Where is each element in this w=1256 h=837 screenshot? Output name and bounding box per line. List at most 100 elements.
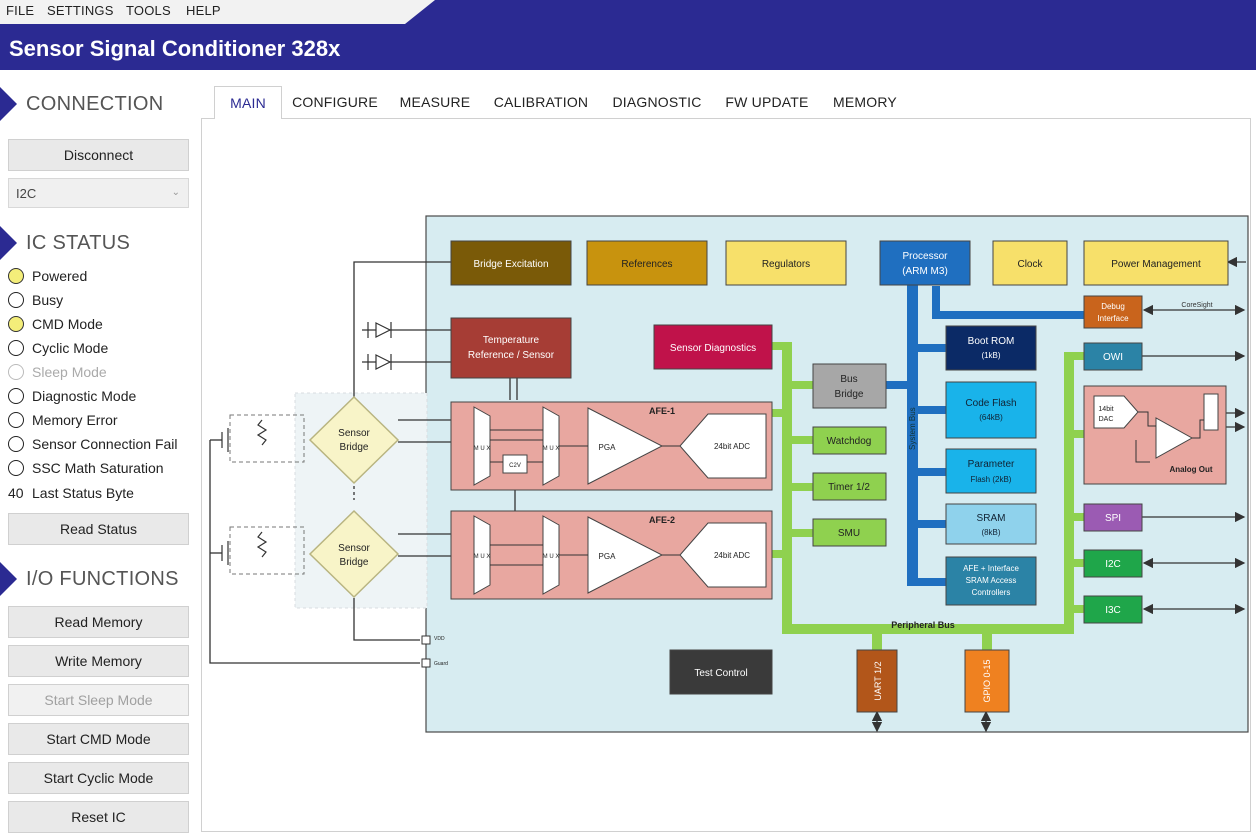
tab-memory[interactable]: MEMORY	[833, 94, 897, 110]
timer-label: Timer 1/2	[828, 482, 870, 493]
sensor-bridge-label: Sensor	[338, 543, 370, 554]
connection-section-header: CONNECTION	[0, 87, 196, 121]
code-flash-block	[945, 381, 1037, 439]
guard-pin	[421, 658, 431, 668]
pga-label: PGA	[599, 443, 617, 452]
tab-fw-update[interactable]: FW UPDATE	[725, 94, 809, 110]
processor-label: Processor	[902, 251, 948, 262]
status-label: CMD Mode	[32, 316, 103, 332]
status-sleep-mode: Sleep Mode	[8, 361, 107, 383]
status-sensor-connection-fail: Sensor Connection Fail	[8, 433, 178, 455]
tab-main[interactable]: MAIN	[214, 86, 282, 119]
mux-label: M U X	[474, 554, 491, 560]
status-indicator-icon	[8, 388, 24, 404]
last-status-byte-label: Last Status Byte	[32, 485, 134, 501]
status-indicator-icon	[8, 436, 24, 452]
bus-bridge-sublabel: Bridge	[835, 389, 864, 400]
dac-icon	[1093, 395, 1139, 429]
boot-rom-sublabel: (1kB)	[981, 351, 1000, 360]
sensor-bridge-2	[308, 509, 400, 599]
sensor-diagnostics-label: Sensor Diagnostics	[670, 343, 756, 354]
status-indicator-icon	[8, 412, 24, 428]
menu-file[interactable]: FILE	[6, 3, 35, 18]
sensor-element-icon	[221, 419, 268, 565]
system-bus-lines	[886, 282, 1084, 586]
debug-interface-block	[1083, 295, 1143, 329]
dac-sublabel: DAC	[1099, 416, 1114, 423]
tab-diagnostic[interactable]: DIAGNOSTIC	[612, 94, 702, 110]
coresight-label: CoreSight	[1181, 302, 1212, 309]
tab-configure[interactable]: CONFIGURE	[292, 94, 378, 110]
afe-sram-controller-block	[945, 556, 1037, 606]
code-flash-label: Code Flash	[965, 398, 1016, 409]
status-label: Sensor Connection Fail	[32, 436, 178, 452]
menu-tools[interactable]: TOOLS	[126, 3, 171, 18]
temperature-sensor-block	[450, 317, 572, 379]
sram-sublabel: (8kB)	[981, 528, 1000, 537]
io-functions-section-header: I/O FUNCTIONS	[0, 562, 196, 596]
spi-label: SPI	[1105, 513, 1121, 524]
status-label: Memory Error	[32, 412, 118, 428]
chevron-right-icon	[0, 562, 17, 596]
read-memory-button[interactable]: Read Memory	[8, 606, 189, 638]
gpio-block	[964, 649, 1010, 713]
bus-bridge-label: Bus	[840, 374, 857, 385]
mux-icon	[542, 406, 560, 486]
afe-sram-sublabel-2: Controllers	[972, 588, 1011, 597]
menu-help[interactable]: HELP	[186, 3, 221, 18]
ic-status-heading: IC STATUS	[26, 232, 131, 254]
spi-block	[1083, 503, 1143, 532]
sensor-bridge-sublabel: Bridge	[340, 442, 369, 453]
smu-block	[812, 518, 887, 547]
parameter-flash-label: Parameter	[968, 459, 1015, 470]
peripheral-bus-label: Peripheral Bus	[891, 620, 955, 630]
disconnect-button[interactable]: Disconnect	[8, 139, 189, 171]
clock-block	[992, 240, 1068, 286]
write-memory-button[interactable]: Write Memory	[8, 645, 189, 677]
debug-sublabel: Interface	[1097, 314, 1129, 323]
references-label: References	[621, 259, 672, 270]
status-label: Powered	[32, 268, 88, 284]
status-cmd-mode: CMD Mode	[8, 313, 103, 335]
start-cmd-mode-button[interactable]: Start CMD Mode	[8, 723, 189, 755]
i2c-label: I2C	[1105, 559, 1121, 570]
owi-label: OWI	[1103, 352, 1123, 363]
sensor-bridge-sublabel: Bridge	[340, 557, 369, 568]
status-indicator-icon	[8, 268, 24, 284]
afe-1-label: AFE-1	[649, 406, 675, 416]
interface-select[interactable]: I2C ⌄	[8, 178, 189, 208]
status-powered: Powered	[8, 265, 87, 287]
watchdog-block	[812, 426, 887, 455]
sensor-diagnostics-block	[653, 324, 773, 370]
mux-icon	[1203, 393, 1219, 431]
clock-label: Clock	[1017, 259, 1043, 270]
c2v-block	[502, 454, 528, 474]
read-status-button[interactable]: Read Status	[8, 513, 189, 545]
start-cyclic-mode-button[interactable]: Start Cyclic Mode	[8, 762, 189, 794]
adc-label: 24bit ADC	[714, 551, 750, 560]
parameter-flash-block	[945, 448, 1037, 494]
processor-block	[879, 240, 971, 286]
sensor-bridge-label: Sensor	[338, 428, 370, 439]
menu-settings[interactable]: SETTINGS	[47, 3, 114, 18]
uart-label: UART 1/2	[873, 661, 883, 700]
c2v-label: C2V	[509, 463, 521, 469]
ic-status-section-header: IC STATUS	[0, 226, 196, 260]
menu-bar	[0, 0, 405, 24]
sram-label: SRAM	[977, 513, 1006, 524]
start-sleep-mode-button[interactable]: Start Sleep Mode	[8, 684, 189, 716]
reset-ic-button[interactable]: Reset IC	[8, 801, 189, 833]
mux-icon	[473, 406, 491, 486]
connection-heading: CONNECTION	[26, 93, 164, 115]
vdd-pin	[421, 635, 431, 645]
chevron-right-icon	[0, 87, 17, 121]
interface-select-value: I2C	[16, 185, 37, 201]
tab-calibration[interactable]: CALIBRATION	[493, 94, 589, 110]
afe-sram-label: AFE + Interface	[963, 564, 1019, 573]
gpio-label: GPIO 0-15	[982, 659, 992, 702]
tab-measure[interactable]: MEASURE	[399, 94, 471, 110]
chevron-down-icon: ⌄	[171, 187, 180, 198]
boot-rom-block	[945, 325, 1037, 371]
status-label: Busy	[32, 292, 64, 308]
vdd-label: VDD	[434, 636, 445, 642]
